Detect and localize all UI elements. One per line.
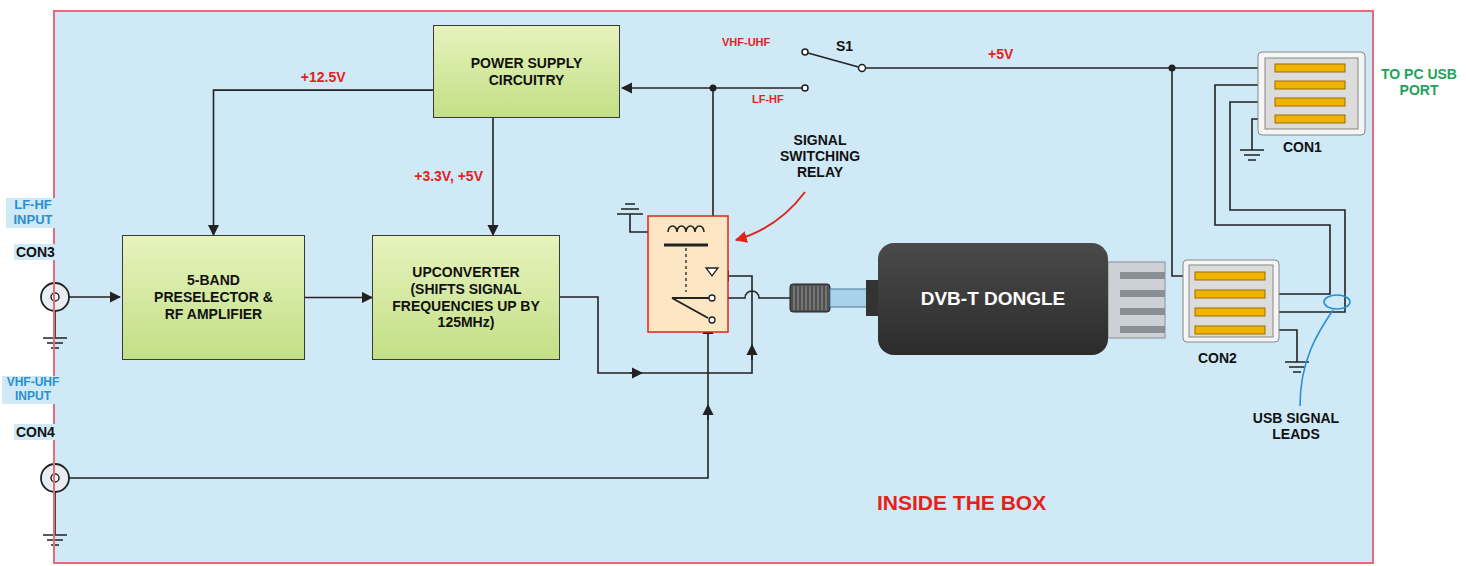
usb-plug-contact: [1120, 290, 1165, 297]
dongle-body: DVB-T DONGLE: [878, 243, 1108, 355]
knurl-stroke: [806, 286, 807, 310]
usb-socket-insert: [1265, 58, 1358, 129]
box-label: 5-BAND PRESELECTOR & RF AMPLIFIER: [145, 272, 282, 322]
usb-pin: [1195, 290, 1265, 298]
switch-arm: [808, 53, 862, 68]
relay-contact: [706, 268, 718, 276]
bnc-pin: [51, 293, 59, 301]
usb-sockets: [1183, 52, 1365, 342]
usb-pin: [1275, 98, 1345, 106]
connector-name: CON4: [14, 424, 57, 440]
input-label: VHF-UHF INPUT: [2, 376, 64, 404]
relay-blade: [672, 298, 712, 318]
junction-dots: [710, 65, 1176, 92]
knurl-stroke: [818, 286, 819, 310]
callout-label: SIGNAL SWITCHING RELAY: [770, 132, 870, 180]
knurl-stroke: [802, 286, 803, 310]
relay-coil-wire: [704, 88, 713, 232]
relay-body: [648, 216, 728, 332]
usb-plug-contact: [1120, 272, 1165, 279]
knurling: [794, 286, 826, 310]
knurl-stroke: [794, 286, 795, 310]
relay-core: [664, 244, 708, 247]
input-label: LF-HF INPUT: [6, 198, 60, 228]
knurl-stroke: [822, 286, 823, 310]
sma-body: [830, 289, 870, 307]
usb-plug-contact: [1120, 308, 1165, 315]
relay-contact: [709, 295, 715, 301]
bnc-socket: [41, 283, 69, 311]
voltage-label: +3.3V, +5V: [412, 168, 485, 184]
lf-hf-input-wire: [69, 296, 120, 298]
supply-connector: [492, 118, 494, 235]
callout-label: USB SIGNAL LEADS: [1240, 410, 1352, 442]
box-label: POWER SUPPLY CIRCUITRY: [460, 55, 593, 89]
ground-symbol: [43, 311, 67, 348]
plus5v-wire: [1172, 68, 1195, 276]
supply-connector: [214, 90, 434, 235]
usb-pin: [1195, 326, 1265, 334]
ground-symbol: [43, 492, 67, 545]
switch-contacts: [802, 49, 866, 91]
box-interior: [55, 12, 1372, 562]
knurl-stroke: [814, 286, 815, 310]
leader-line: [1300, 310, 1333, 406]
usb-pin: [1195, 272, 1265, 280]
usb-pin: [1275, 64, 1345, 72]
region-title: INSIDE THE BOX: [877, 490, 1046, 515]
usb-pin: [1195, 308, 1265, 316]
usb-pin: [1275, 81, 1345, 89]
box-label: UPCONVERTER (SHIFTS SIGNAL FREQUENCIES U…: [389, 264, 543, 331]
usb-socket-shell: [1183, 260, 1279, 342]
process-box: UPCONVERTER (SHIFTS SIGNAL FREQUENCIES U…: [372, 235, 560, 360]
switch-contact: [802, 49, 808, 55]
usb-socket-insert: [1189, 265, 1273, 337]
flow-arrow: [751, 345, 753, 360]
switch-position: LF-HF: [752, 93, 784, 106]
relay-linkage: [685, 248, 686, 292]
voltage-label: +12.5V: [299, 69, 348, 85]
plus5v-wire: [866, 67, 1275, 69]
knurl-stroke: [810, 286, 811, 310]
bnc-pin: [51, 474, 59, 482]
flow-arrow: [630, 372, 642, 374]
usb-pin: [1275, 115, 1345, 123]
connector-name: CON3: [14, 244, 57, 260]
process-box: POWER SUPPLY CIRCUITRY: [433, 25, 620, 118]
sma-knurled-nut: [790, 284, 830, 312]
usb-plug-contact: [1120, 326, 1165, 333]
relay-coil: [668, 226, 704, 232]
connector-name: CON2: [1198, 350, 1237, 366]
callout-arrow: [736, 192, 805, 240]
bnc-socket: [41, 464, 69, 492]
switch-pivot: [859, 65, 866, 72]
switch-name: S1: [836, 38, 853, 54]
connector-name: CON1: [1283, 139, 1322, 155]
switch-position: VHF-UHF: [722, 36, 770, 49]
flow-arrow: [707, 405, 709, 420]
knurl-stroke: [798, 286, 799, 310]
box-label: DVB-T DONGLE: [921, 288, 1066, 311]
relay-contact: [709, 317, 715, 323]
switch-contact: [802, 85, 808, 91]
knurl-stroke: [826, 286, 827, 310]
process-box: 5-BAND PRESELECTOR & RF AMPLIFIER: [122, 235, 305, 360]
usb-plug: [1108, 262, 1165, 338]
wiring: [43, 53, 1345, 545]
voltage-label: +5V: [988, 46, 1013, 62]
lead-marker: [1324, 295, 1350, 309]
supply-connector: [305, 297, 372, 299]
junction-dot: [1169, 65, 1176, 72]
junction-dot: [710, 85, 717, 92]
port-note: TO PC USB PORT: [1378, 66, 1460, 98]
relay-symbol: [648, 216, 728, 332]
usb-socket-shell: [1258, 52, 1365, 135]
enclosure-panel: INSIDE THE BOX POWER SUPPLY CIRCUITRY 5-BA…: [55, 12, 1372, 562]
